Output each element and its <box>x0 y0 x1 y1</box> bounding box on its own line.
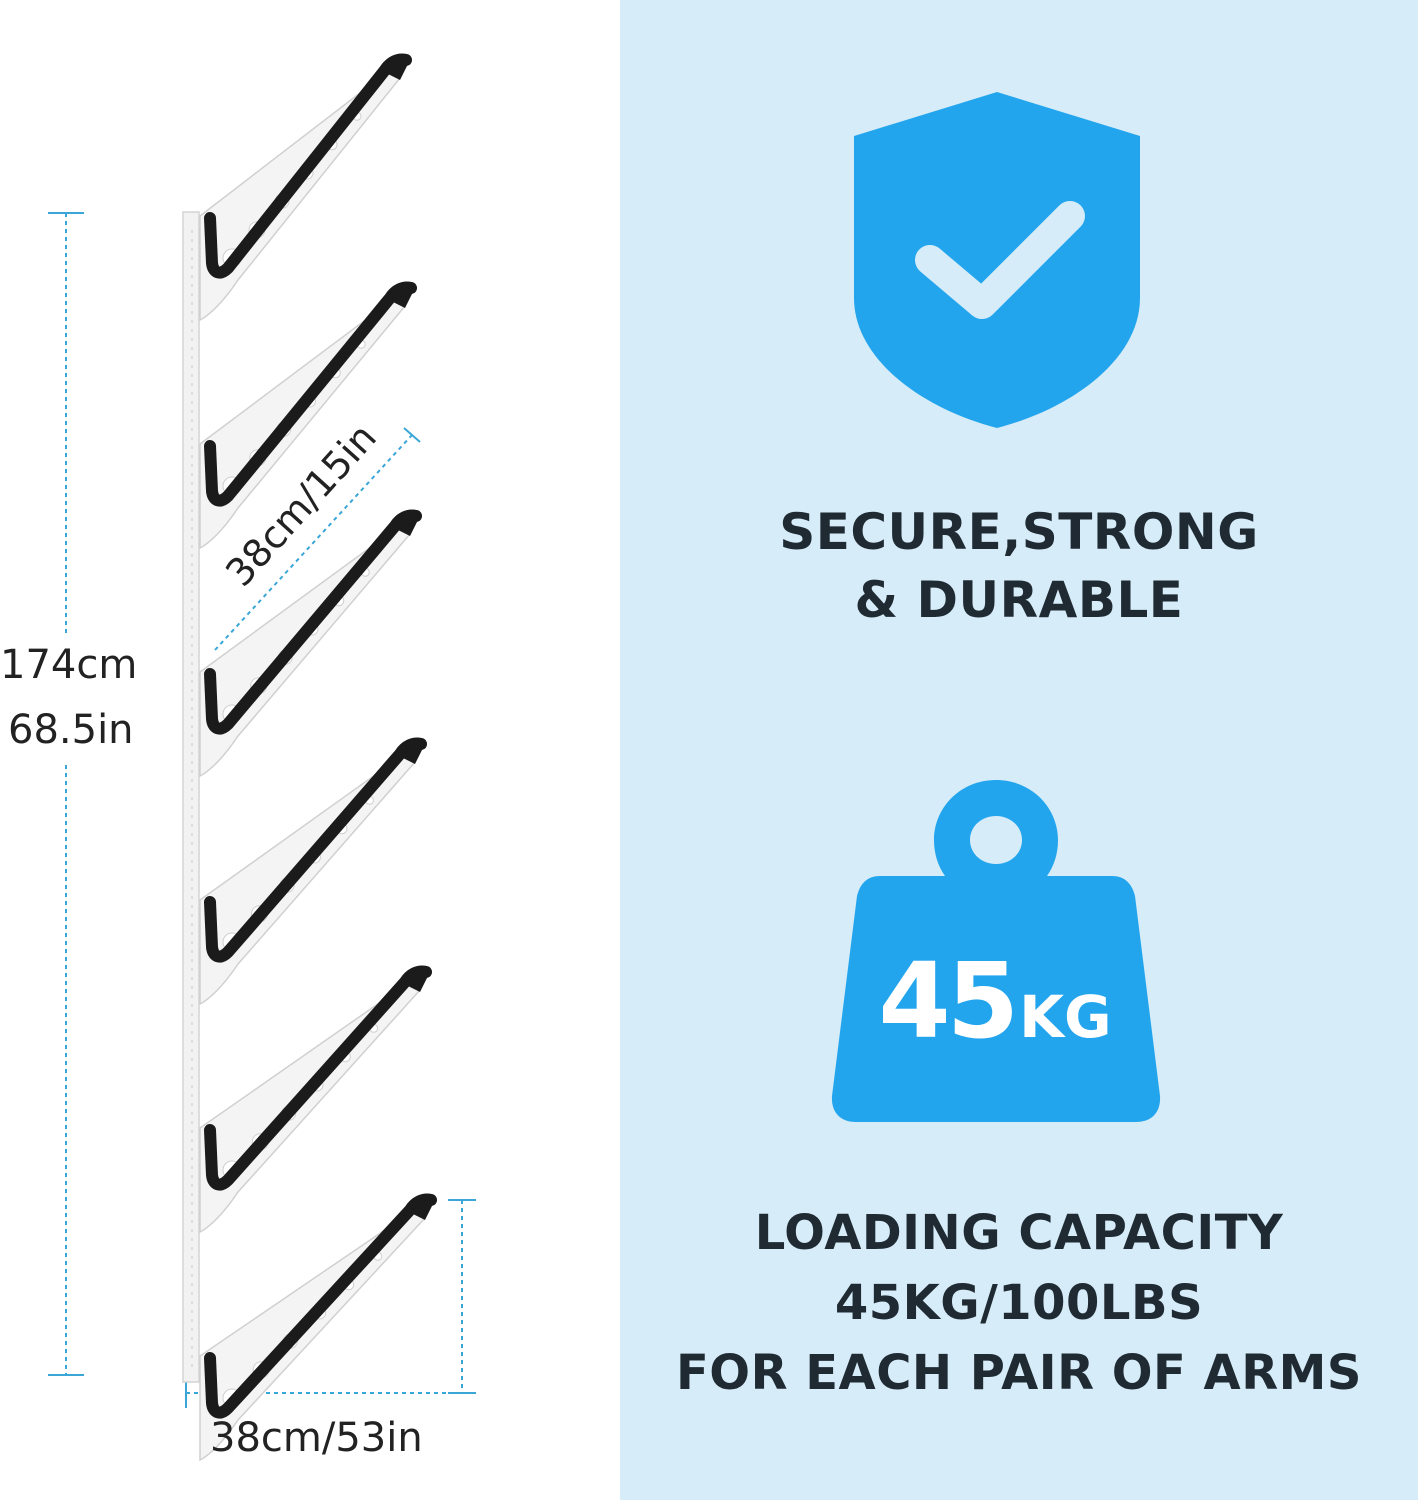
wall-rack-illustration <box>48 53 476 1462</box>
shield-check-icon <box>854 92 1140 428</box>
rack-arms <box>199 53 437 1462</box>
rack-arm <box>199 281 417 550</box>
feature-panel: SECURE,STRONG & DURABLE 45KG LOADING CAP… <box>620 0 1418 1500</box>
weight-value: 45KG <box>860 940 1130 1062</box>
rack-arm <box>199 1193 437 1462</box>
weight-number: 45 <box>878 940 1019 1062</box>
weight-icon <box>831 780 1161 1122</box>
capacity-line-3: FOR EACH PAIR OF ARMS <box>675 1345 1362 1401</box>
capacity-line-1: LOADING CAPACITY <box>754 1205 1284 1261</box>
rack-arm <box>199 509 422 778</box>
weight-unit: KG <box>1019 983 1112 1051</box>
secure-line-2: & DURABLE <box>854 571 1184 629</box>
rack-arm <box>199 53 412 322</box>
rack-arm <box>199 737 427 1006</box>
capacity-line-2: 45KG/100LBS <box>834 1275 1204 1331</box>
capacity-heading: LOADING CAPACITY 45KG/100LBS FOR EACH PA… <box>620 1198 1418 1408</box>
width-dimension-line <box>185 1199 476 1408</box>
secure-heading: SECURE,STRONG & DURABLE <box>620 498 1418 634</box>
height-cm-label: 174cm <box>0 642 138 688</box>
wall-rail <box>182 211 200 1383</box>
arm-length-dimension-line <box>214 427 421 651</box>
width-label: 38cm/53in <box>210 1415 423 1461</box>
rack-arm <box>199 965 432 1234</box>
height-dimension-line <box>48 212 84 1376</box>
product-dimension-panel: 174cm 68.5in 38cm/15in 38cm/53in <box>0 0 620 1500</box>
height-in-label: 68.5in <box>8 707 134 753</box>
secure-line-1: SECURE,STRONG <box>779 503 1259 561</box>
